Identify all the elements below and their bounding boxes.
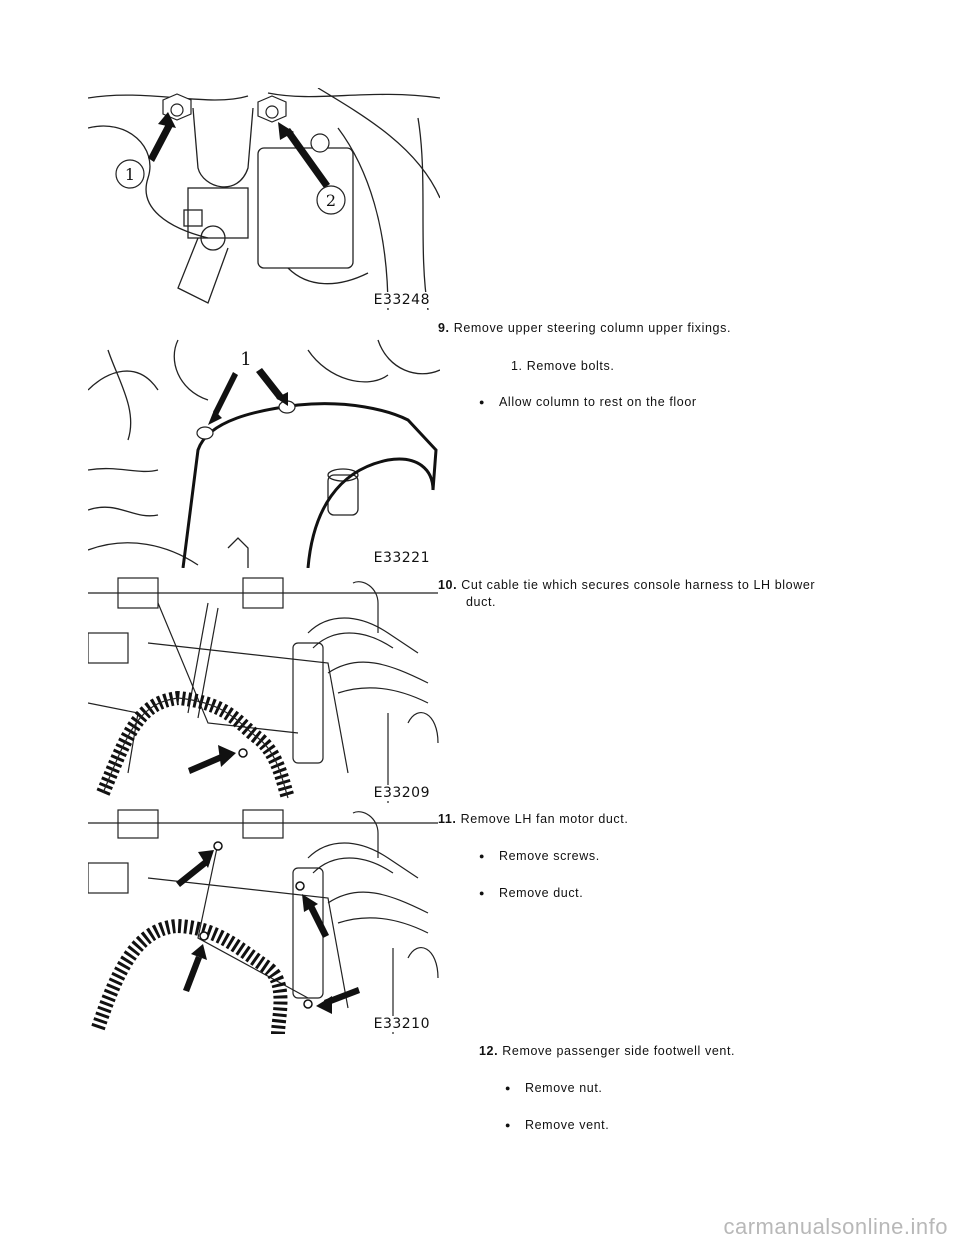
bullet-text: Remove duct. [499,886,584,900]
figure-e33210: E33210 [88,808,440,1034]
step-9-sub: 1. Remove bolts. [511,358,614,375]
step-text-cont: duct. [466,595,497,609]
bullet-text: Allow column to rest on the floor [499,395,697,409]
cable-tie-illustration [88,577,439,803]
fan-motor-duct-illustration [88,809,439,1034]
bullet-text: Remove vent. [525,1118,610,1132]
bullet-icon: ● [505,1120,512,1130]
step-11-bullet-1: ● Remove screws. [479,849,600,863]
bullet-text: Remove screws. [499,849,600,863]
step-number: 12. [479,1044,499,1058]
figure-code: E33248 [371,292,432,308]
callout-1: 1 [240,349,251,370]
bullet-text: Remove nut. [525,1081,603,1095]
bullet-icon: ● [479,851,486,861]
step-11: 11. Remove LH fan motor duct. [438,811,628,828]
figure-e33221: 1 E33221 [88,320,440,568]
step-11-bullet-2: ● Remove duct. [479,886,583,900]
step-text: Cut cable tie which secures console harn… [461,578,816,592]
steering-column-bolts-illustration: 1 2 [88,88,440,310]
step-12-bullet-1: ● Remove nut. [505,1081,602,1095]
step-12: 12. Remove passenger side footwell vent. [479,1043,735,1060]
figure-code: E33209 [371,785,432,801]
sub-step-text: 1. Remove bolts. [511,359,615,373]
step-9-bullet: ● Allow column to rest on the floor [479,395,697,409]
step-10-cont: duct. [466,594,496,611]
footer-watermark: carmanualsonline.info [723,1214,948,1239]
callout-2: 2 [326,191,336,210]
step-12-bullet-2: ● Remove vent. [505,1118,609,1132]
bullet-icon: ● [479,888,486,898]
figure-code: E33221 [371,550,432,566]
step-text: Remove LH fan motor duct. [460,812,629,826]
upper-column-fixings-illustration: 1 [88,339,440,568]
step-text: Remove upper steering column upper fixin… [453,321,732,335]
bullet-icon: ● [505,1083,512,1093]
step-10: 10. Cut cable tie which secures console … [438,577,815,594]
figure-code: E33210 [371,1016,432,1032]
step-text: Remove passenger side footwell vent. [502,1044,736,1058]
figure-e33248: 1 2 E33248 [88,88,440,310]
figure-e33209: E33209 [88,573,440,803]
callout-1: 1 [125,165,135,184]
step-number: 9. [438,321,450,335]
step-9: 9. Remove upper steering column upper fi… [438,320,731,337]
step-number: 10. [438,578,458,592]
bullet-icon: ● [479,397,486,407]
step-number: 11. [438,812,457,826]
